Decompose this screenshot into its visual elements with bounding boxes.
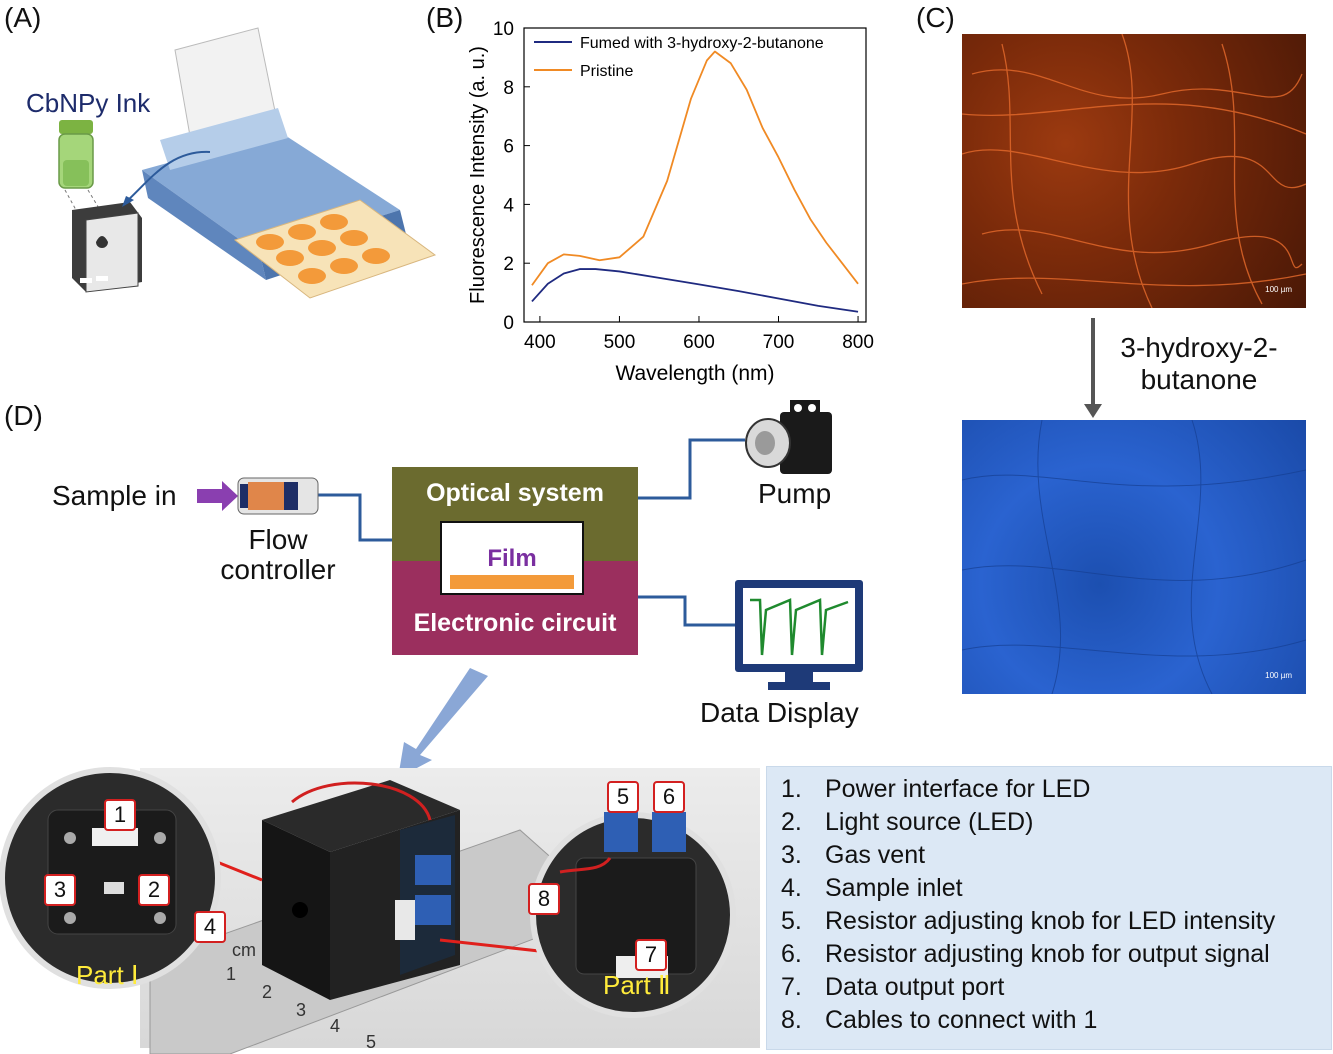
monitor-icon	[735, 580, 863, 690]
part1-label: Part Ⅰ	[76, 960, 139, 990]
ink-vial-icon	[58, 120, 94, 189]
zoom-arrow	[398, 668, 488, 778]
sensor-cube	[262, 780, 460, 1000]
legend-item-8: 8. Cables to connect with 1	[781, 1006, 1097, 1035]
pump-icon	[745, 400, 832, 474]
arrow-to-part1	[211, 858, 263, 882]
micrograph-pristine: 100 µm	[962, 34, 1306, 308]
transition-label: 3-hydroxy-2- butanone	[1104, 332, 1294, 396]
ink-label: CbNPy Ink	[26, 88, 151, 118]
panel-c-label: (C)	[916, 2, 955, 33]
legend-item-4: 4. Sample inlet	[781, 874, 963, 903]
legend-text-1: Power interface for LED	[825, 775, 1091, 803]
transition-label-line1: 3-hydroxy-2-	[1120, 332, 1278, 363]
legend-item-3: 3. Gas vent	[781, 841, 925, 870]
callout-5: 5	[607, 781, 639, 813]
ruler-mark-2: 2	[262, 982, 272, 1002]
scale-bar-bottom: 100 µm	[1265, 671, 1292, 680]
micrograph-fumed: 100 µm	[962, 420, 1306, 694]
ruler-mark-5: 5	[366, 1032, 376, 1052]
legend-text-2: Light source (LED)	[825, 808, 1034, 836]
arrow-to-part2	[439, 938, 549, 954]
legend-text-7: Data output port	[825, 973, 1005, 1001]
transition-arrow-shaft	[1091, 318, 1095, 406]
film-label: Film	[487, 545, 537, 572]
legend-num-3: 3.	[781, 841, 802, 869]
y-tick-label-3: 6	[503, 137, 514, 158]
callout-6: 6	[653, 781, 685, 813]
electronic-circuit-label: Electronic circuit	[413, 609, 617, 637]
y-tick-label-5: 10	[493, 19, 514, 40]
x-tick-label-4: 800	[842, 332, 874, 353]
legend-num-5: 5.	[781, 907, 802, 935]
plot-frame	[523, 27, 867, 323]
panel-d-label: (D)	[4, 400, 43, 431]
x-tick-label-3: 700	[763, 332, 795, 353]
x-tick-label-0: 400	[524, 332, 556, 353]
callout-2: 2	[138, 874, 170, 906]
y-tick-label-4: 8	[503, 78, 514, 99]
film-chamber: Film	[440, 521, 584, 595]
sample-in-label: Sample in	[52, 480, 177, 511]
y-axis-label: Fluorescence Intensity (a. u.)	[467, 46, 489, 304]
legend-item-6: 6. Resistor adjusting knob for output sig…	[781, 940, 1270, 969]
syringe-icon	[237, 477, 319, 515]
legend-item-7: 7. Data output port	[781, 973, 1004, 1002]
part2-label: Part Ⅱ	[603, 970, 671, 1000]
y-tick-label-1: 2	[503, 254, 514, 275]
transition-label-line2: butanone	[1140, 364, 1258, 395]
x-tick-label-1: 500	[604, 332, 636, 353]
panel-b-label: (B)	[426, 2, 464, 33]
y-tick-label-2: 4	[503, 195, 514, 216]
flow-controller-label: Flow controller	[198, 525, 358, 585]
legend-text-6: Resistor adjusting knob for output signa…	[825, 940, 1270, 968]
series-line-0	[531, 268, 859, 313]
component-legend: 1. Power interface for LED 2. Light source…	[766, 766, 1332, 1050]
ruler-mark-1: 1	[226, 964, 236, 984]
callout-3: 3	[44, 874, 76, 906]
legend-text-5: Resistor adjusting knob for LED intensit…	[825, 907, 1276, 935]
device-photo: cm 1 2 3 4 5	[0, 767, 736, 1054]
data-display-label: Data Display	[700, 697, 859, 728]
film-strip	[450, 575, 574, 589]
ruler-mark-3: 3	[296, 1000, 306, 1020]
callout-4: 4	[194, 911, 226, 943]
cartridge-icon	[72, 202, 142, 293]
transition-arrow-head	[1084, 404, 1102, 418]
panel-a-label: (A)	[4, 2, 42, 33]
x-tick-label-2: 600	[683, 332, 715, 353]
callout-8: 8	[528, 883, 560, 915]
printer-illustration	[58, 27, 437, 299]
legend-num-8: 8.	[781, 1006, 802, 1034]
callout-1: 1	[104, 799, 136, 831]
scale-bar-top: 100 µm	[1265, 285, 1292, 294]
legend-num-2: 2.	[781, 808, 802, 836]
x-axis-label: Wavelength (nm)	[615, 362, 774, 385]
legend-item-5: 5. Resistor adjusting knob for LED intens…	[781, 907, 1275, 936]
optical-system-label: Optical system	[426, 479, 604, 507]
flow-controller-line1: Flow	[248, 524, 308, 555]
series-line-1	[531, 50, 859, 286]
legend-label-1: Pristine	[580, 63, 633, 80]
printer-icon	[142, 27, 437, 299]
legend-item-2: 2. Light source (LED)	[781, 808, 1033, 837]
y-tick-label-0: 0	[503, 313, 514, 334]
legend-num-6: 6.	[781, 940, 802, 968]
sample-in-arrow	[197, 481, 238, 511]
legend-text-4: Sample inlet	[825, 874, 963, 902]
legend-text-8: Cables to connect with 1	[825, 1006, 1098, 1034]
legend-item-1: 1. Power interface for LED	[781, 775, 1090, 804]
legend-text-3: Gas vent	[825, 841, 926, 869]
legend-num-1: 1.	[781, 775, 802, 803]
flow-controller-line2: controller	[220, 554, 336, 585]
legend-num-7: 7.	[781, 973, 802, 1001]
ruler-mark-4: 4	[330, 1016, 340, 1036]
legend-num-4: 4.	[781, 874, 802, 902]
ruler-mark-cm: cm	[232, 940, 256, 960]
callout-7: 7	[635, 939, 667, 971]
legend-label-0: Fumed with 3-hydroxy-2-butanone	[580, 35, 824, 52]
pump-label: Pump	[758, 478, 832, 509]
